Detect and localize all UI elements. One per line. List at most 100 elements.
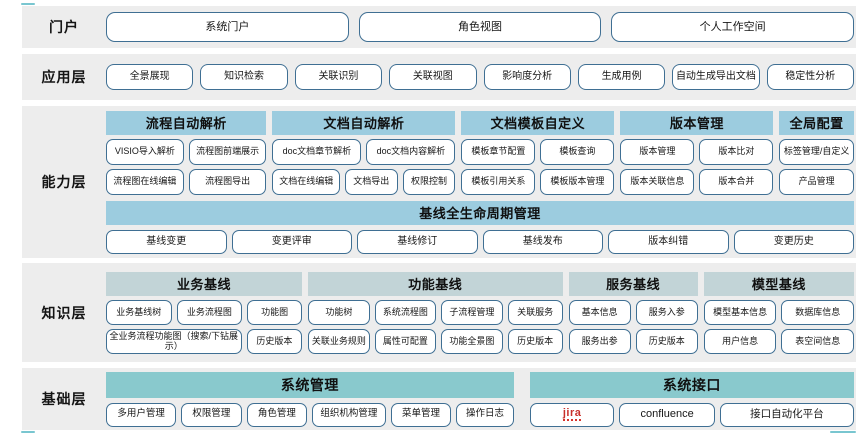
app-item-panorama[interactable]: 全景展现 [106, 64, 194, 90]
know-item-database-info[interactable]: 数据库信息 [781, 299, 855, 325]
know-item-function-tree[interactable]: 功能树 [308, 299, 370, 325]
base-item-permission-mgmt[interactable]: 权限管理 [181, 402, 242, 427]
cap-item-process-frontend-display[interactable]: 流程图前端展示 [188, 138, 267, 165]
layer-knowledge: 知识层 业务基线 业务基线树 业务流程图 功能图 全业务流程功能图（搜索/下钻展… [22, 263, 856, 362]
foundation-group-system-interface: 系统接口 jira confluence 接口自动化平台 [529, 371, 854, 427]
base-item-menu-mgmt[interactable]: 菜单管理 [390, 402, 452, 427]
cap-item-process-online-edit[interactable]: 流程图在线编辑 [106, 168, 184, 195]
cap-item-doc-chapter-parse[interactable]: doc文档章节解析 [272, 138, 362, 165]
capability-group-title-doc-parse: 文档自动解析 [272, 110, 456, 135]
capability-group-title-global-config: 全局配置 [779, 110, 854, 135]
layer-capability: 能力层 流程自动解析 VISIO导入解析 流程图前端展示 流程图在线编辑 流程图… [22, 106, 856, 258]
layer-label-foundation: 基础层 [41, 391, 87, 407]
know-item-related-service[interactable]: 关联服务 [507, 299, 563, 325]
knowledge-row: 全业务流程功能图（搜索/下钻展示） 历史版本 [106, 328, 303, 354]
knowledge-group-function-baseline: 功能基线 功能树 系统流程图 子流程管理 关联服务 关联业务规则 属性可配置 功… [308, 271, 563, 354]
know-item-business-baseline-tree[interactable]: 业务基线树 [106, 299, 172, 325]
knowledge-group-business-baseline: 业务基线 业务基线树 业务流程图 功能图 全业务流程功能图（搜索/下钻展示） 历… [106, 271, 303, 354]
portal-item-personal-workspace[interactable]: 个人工作空间 [611, 12, 855, 42]
know-item-function-panorama[interactable]: 功能全景图 [441, 328, 503, 354]
capability-row: 文档在线编辑 文档导出 权限控制 [272, 168, 456, 195]
layer-foundation: 基础层 系统管理 多用户管理 权限管理 角色管理 组织机构管理 菜单管理 操作日… [22, 368, 856, 430]
app-item-generate-usecase[interactable]: 生成用例 [577, 64, 666, 90]
capability-row: 模板章节配置 模板查询 [461, 138, 615, 165]
knowledge-group-model-baseline: 模型基线 模型基本信息 数据库信息 用户信息 表空间信息 [703, 271, 855, 354]
application-item-row: 全景展现 知识检索 关联识别 关联视图 影响度分析 生成用例 自动生成导出文档 … [106, 64, 856, 90]
base-item-interface-automation-platform[interactable]: 接口自动化平台 [719, 402, 854, 427]
cap-item-product-mgmt[interactable]: 产品管理 [779, 168, 854, 195]
lifecycle-item-version-correction[interactable]: 版本纠错 [608, 229, 729, 254]
lifecycle-item-baseline-revision[interactable]: 基线修订 [357, 229, 478, 254]
lifecycle-item-change-review[interactable]: 变更评审 [231, 229, 352, 254]
cap-item-doc-export[interactable]: 文档导出 [344, 168, 398, 195]
know-item-related-business-rule[interactable]: 关联业务规则 [308, 328, 370, 354]
cap-item-doc-content-parse[interactable]: doc文档内容解析 [366, 138, 456, 165]
know-item-user-info[interactable]: 用户信息 [703, 328, 777, 354]
app-item-relation-view[interactable]: 关联视图 [389, 64, 477, 90]
portal-item-row: 系统门户 角色视图 个人工作空间 [106, 12, 856, 42]
app-item-stability-analysis[interactable]: 稳定性分析 [766, 64, 854, 90]
cap-item-permission-control[interactable]: 权限控制 [402, 168, 456, 195]
capability-group-global-config: 全局配置 标签管理/自定义 产品管理 [779, 110, 854, 195]
slide-edge-bottom-right [830, 431, 856, 433]
know-item-function-chart[interactable]: 功能图 [247, 299, 303, 325]
cap-item-version-relation-info[interactable]: 版本关联信息 [620, 168, 695, 195]
capability-row: 标签管理/自定义 [779, 138, 854, 165]
cap-item-tag-mgmt-custom[interactable]: 标签管理/自定义 [779, 138, 854, 165]
base-item-jira[interactable]: jira [529, 402, 615, 427]
foundation-group-columns: 系统管理 多用户管理 权限管理 角色管理 组织机构管理 菜单管理 操作日志 系统… [106, 371, 856, 427]
capability-group-title-process-parse: 流程自动解析 [106, 110, 267, 135]
know-item-service-basic-info[interactable]: 基本信息 [568, 299, 631, 325]
capability-group-process-parse: 流程自动解析 VISIO导入解析 流程图前端展示 流程图在线编辑 流程图导出 [106, 110, 267, 195]
knowledge-row: 业务基线树 业务流程图 功能图 [106, 299, 303, 325]
knowledge-row: 用户信息 表空间信息 [703, 328, 855, 354]
knowledge-group-title-function-baseline: 功能基线 [308, 271, 563, 296]
cap-item-process-export[interactable]: 流程图导出 [188, 168, 267, 195]
capability-group-title-version-mgmt: 版本管理 [620, 110, 774, 135]
cap-item-template-query[interactable]: 模板查询 [540, 138, 615, 165]
know-item-service-output-param[interactable]: 服务出参 [568, 328, 631, 354]
know-item-tablespace-info[interactable]: 表空间信息 [781, 328, 855, 354]
knowledge-group-title-service-baseline: 服务基线 [568, 271, 698, 296]
know-item-business-flow-chart[interactable]: 业务流程图 [176, 299, 243, 325]
base-item-confluence[interactable]: confluence [619, 402, 715, 427]
app-item-relation-recognition[interactable]: 关联识别 [294, 64, 383, 90]
cap-item-visio-import-parse[interactable]: VISIO导入解析 [106, 138, 184, 165]
know-item-attribute-configurable[interactable]: 属性可配置 [374, 328, 437, 354]
lifecycle-item-change-history[interactable]: 变更历史 [733, 229, 854, 254]
app-item-knowledge-search[interactable]: 知识检索 [200, 64, 288, 90]
knowledge-group-service-baseline: 服务基线 基本信息 服务入参 服务出参 历史版本 [568, 271, 698, 354]
base-item-role-mgmt[interactable]: 角色管理 [246, 402, 308, 427]
cap-item-doc-online-edit[interactable]: 文档在线编辑 [272, 168, 340, 195]
capability-group-columns: 流程自动解析 VISIO导入解析 流程图前端展示 流程图在线编辑 流程图导出 文… [106, 110, 856, 195]
base-item-org-structure-mgmt[interactable]: 组织机构管理 [312, 402, 386, 427]
cap-item-version-mgmt[interactable]: 版本管理 [620, 138, 695, 165]
cap-item-template-version-mgmt[interactable]: 模板版本管理 [540, 168, 615, 195]
cap-item-template-chapter-config[interactable]: 模板章节配置 [461, 138, 536, 165]
portal-item-role-view[interactable]: 角色视图 [358, 12, 602, 42]
lifecycle-item-baseline-change[interactable]: 基线变更 [106, 229, 227, 254]
portal-item-system-portal[interactable]: 系统门户 [106, 12, 349, 42]
know-item-subprocess-mgmt[interactable]: 子流程管理 [441, 299, 503, 325]
cap-item-template-reference[interactable]: 模板引用关系 [461, 168, 536, 195]
base-item-multi-user-mgmt[interactable]: 多用户管理 [106, 402, 177, 427]
cap-item-version-compare[interactable]: 版本比对 [699, 138, 774, 165]
knowledge-group-title-business-baseline: 业务基线 [106, 271, 303, 296]
app-item-impact-analysis[interactable]: 影响度分析 [483, 64, 571, 90]
knowledge-row: 基本信息 服务入参 [568, 299, 698, 325]
know-item-system-flow-chart[interactable]: 系统流程图 [374, 299, 437, 325]
know-item-full-business-flow-function-chart[interactable]: 全业务流程功能图（搜索/下钻展示） [106, 328, 242, 354]
know-item-model-basic-info[interactable]: 模型基本信息 [703, 299, 777, 325]
lifecycle-item-baseline-release[interactable]: 基线发布 [482, 229, 603, 254]
capability-row: 版本管理 版本比对 [620, 138, 774, 165]
know-item-history-version-service[interactable]: 历史版本 [635, 328, 698, 354]
know-item-history-version-function[interactable]: 历史版本 [507, 328, 563, 354]
know-item-history-version-business[interactable]: 历史版本 [246, 328, 303, 354]
capability-row: 模板引用关系 模板版本管理 [461, 168, 615, 195]
cap-item-version-merge[interactable]: 版本合并 [699, 168, 774, 195]
know-item-service-input-param[interactable]: 服务入参 [635, 299, 698, 325]
base-item-operation-log[interactable]: 操作日志 [456, 402, 514, 427]
slide-edge-top-left [21, 3, 35, 5]
app-item-auto-export-doc[interactable]: 自动生成导出文档 [672, 64, 760, 90]
foundation-row: 多用户管理 权限管理 角色管理 组织机构管理 菜单管理 操作日志 [106, 402, 514, 427]
